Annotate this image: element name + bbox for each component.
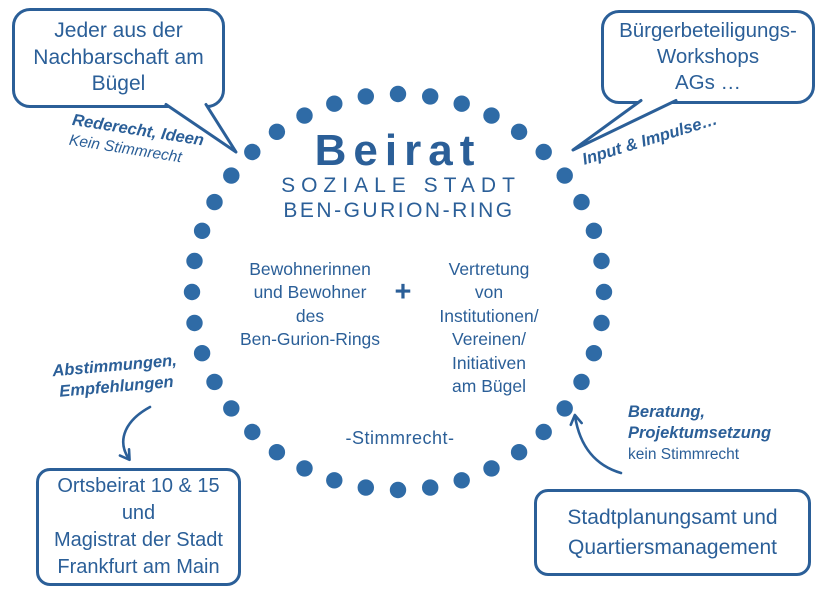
- speech-bubble-neighborhood-text: Jeder aus der Nachbarschaft am Bügel: [33, 18, 204, 96]
- arrow-from-stadtplanungsamt: [569, 413, 623, 475]
- plus-sign: +: [394, 276, 412, 308]
- annotation-workshops: Input & Impulse…: [580, 110, 720, 169]
- speech-bubble-workshops: Bürgerbeteiligungs- Workshops AGs …: [601, 10, 815, 104]
- box-stadtplanungsamt-text: Stadtplanungsamt und Quartiersmanagement: [567, 505, 778, 559]
- box-ortsbeirat-magistrat: Ortsbeirat 10 & 15 und Magistrat der Sta…: [36, 468, 241, 586]
- ring-subtitle: SOZIALE STADT: [281, 174, 521, 197]
- speech-bubble-neighborhood: Jeder aus der Nachbarschaft am Bügel: [12, 8, 225, 108]
- ring-subtitle2: BEN-GURION-RING: [283, 199, 515, 222]
- member-group-institutions: Vertretung von Institutionen/ Vereinen/ …: [439, 259, 539, 397]
- speech-bubble-workshops-text: Bürgerbeteiligungs- Workshops AGs …: [619, 18, 797, 95]
- member-group-residents: Bewohnerinnen und Bewohner des Ben-Gurio…: [239, 259, 381, 350]
- box-stadtplanungsamt: Stadtplanungsamt und Quartiersmanagement: [534, 489, 811, 576]
- annotation-neighborhood: Rederecht, Ideen Kein Stimmrecht: [67, 110, 241, 178]
- arrow-to-ortsbeirat: [118, 405, 152, 462]
- annotation-stadtplanungsamt: Beratung, Projektumsetzung kein Stimmrec…: [628, 402, 808, 465]
- annotation-stadtplanungsamt-bold: Beratung, Projektumsetzung: [628, 403, 772, 443]
- box-ortsbeirat-magistrat-text: Ortsbeirat 10 & 15 und Magistrat der Sta…: [54, 474, 223, 579]
- ring-title: Beirat: [314, 126, 482, 175]
- annotation-ortsbeirat: Abstimmungen, Empfehlungen: [51, 351, 178, 402]
- annotation-stadtplanungsamt-note: kein Stimmrecht: [628, 445, 740, 463]
- voting-note: -Stimmrecht-: [345, 428, 455, 448]
